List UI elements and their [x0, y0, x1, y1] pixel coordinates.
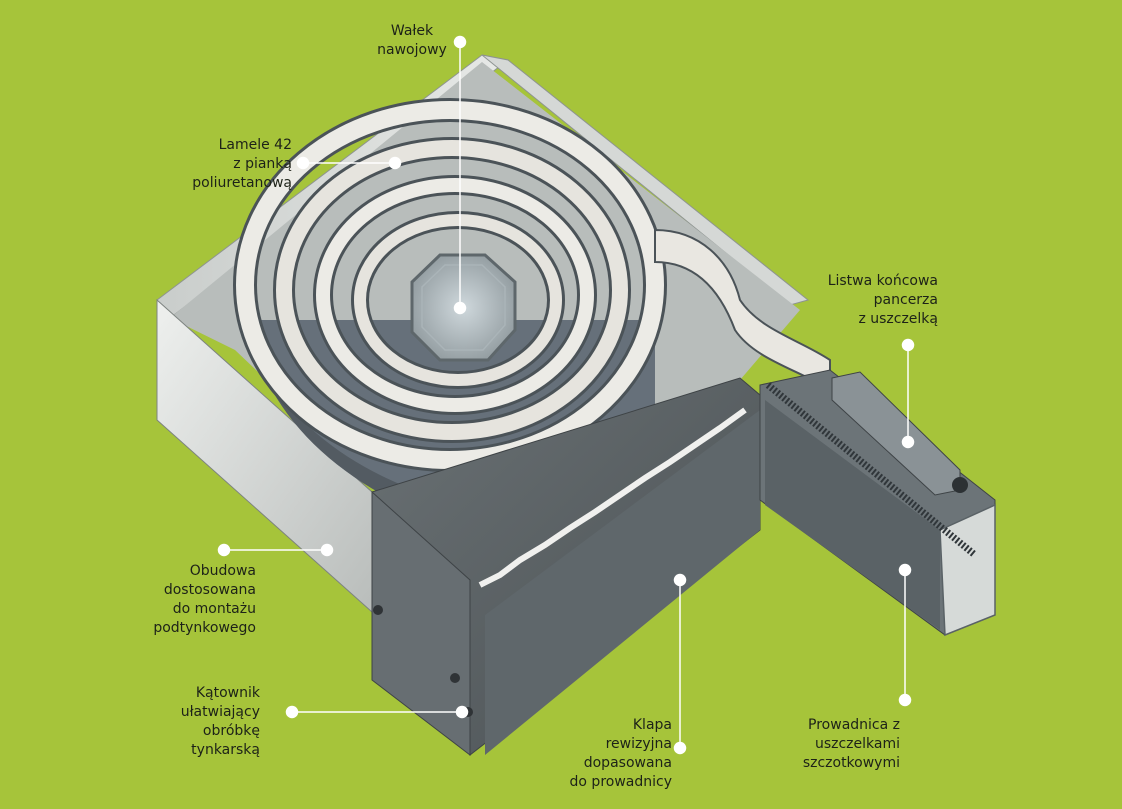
label-angle-bar: Kątownik ułatwiający obróbkę tynkarską: [180, 685, 260, 758]
label-end-strip: Listwa końcowa pancerza z uszczelką: [827, 273, 938, 327]
brush-seal: [765, 382, 978, 558]
shaft-inner: [421, 264, 506, 351]
label-guide-rail: Prowadnica z uszczelkami szczotkowymi: [802, 717, 900, 771]
slat-coil: [233, 98, 667, 472]
screw: [373, 605, 383, 615]
screw-2: [450, 673, 460, 683]
angle-bar: [371, 490, 471, 757]
flap-face: [485, 410, 760, 755]
end-strip-seal: [952, 477, 968, 493]
label-inspection-flap: Klapa rewizyjna dopasowana do prowadnicy: [569, 717, 672, 790]
label-housing: Obudowa dostosowana do montażu podtynkow…: [153, 563, 256, 636]
guide-rail-face: [765, 400, 940, 630]
label-roller-shaft: Wałek nawojowy: [377, 23, 447, 58]
leader-lines: [217, 35, 915, 755]
label-slats: Lamele 42 z pianką poliuretanową: [192, 137, 292, 191]
flap-clip-edge: [478, 407, 747, 588]
